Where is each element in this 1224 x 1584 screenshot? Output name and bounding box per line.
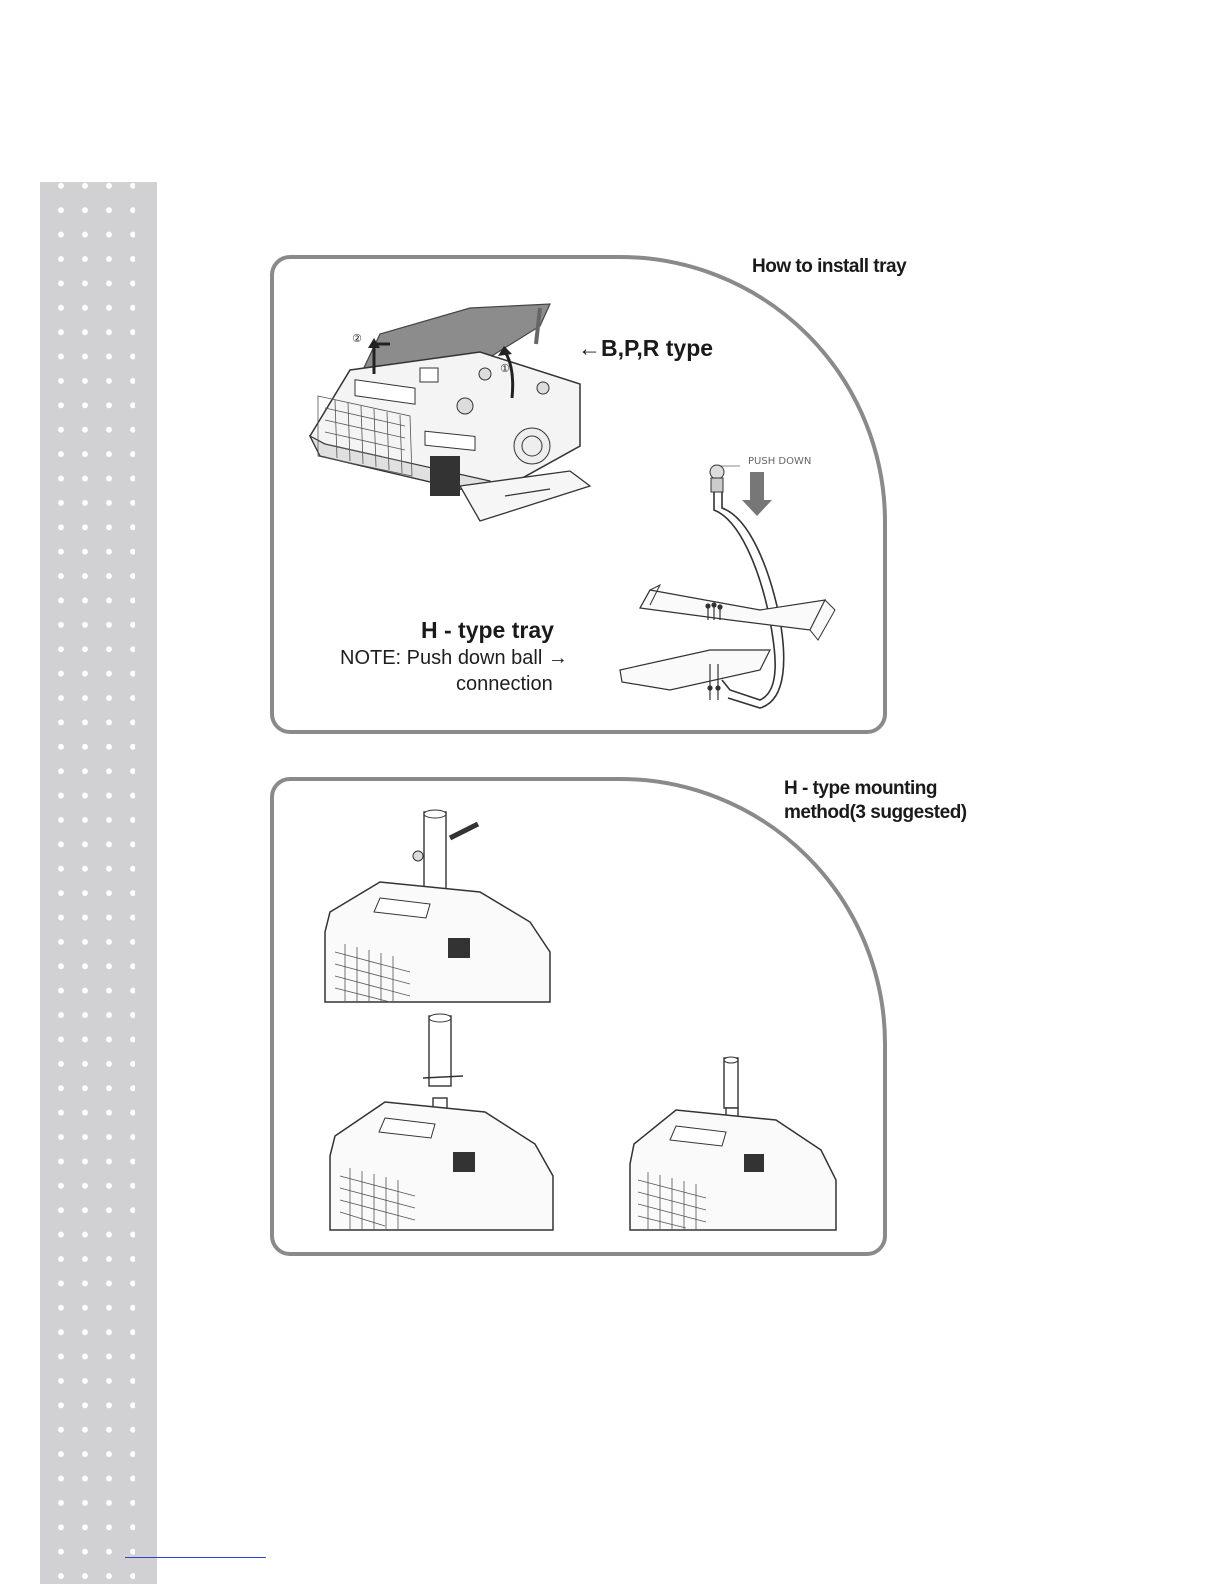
mounting-caption-line-1: H - type mounting	[784, 778, 937, 800]
step-marker-2: ②	[352, 332, 362, 345]
mounting-caption-line-2: method(3 suggested)	[784, 802, 967, 824]
scale-tray-illustration: ② ①	[300, 296, 590, 546]
mounting-method-3-illustration	[626, 1054, 838, 1230]
push-down-label: PUSH DOWN	[748, 456, 811, 467]
h-type-tray-illustration: PUSH DOWN	[610, 450, 840, 720]
mounting-method-2-illustration	[325, 1016, 557, 1230]
h-type-tray-title: H - type tray	[421, 617, 554, 644]
step-marker-1: ①	[500, 362, 510, 375]
sidebar-dot-strip	[40, 182, 157, 1584]
mounting-method-1-illustration	[320, 812, 552, 1002]
install-tray-caption: How to install tray	[752, 256, 906, 278]
note-line-1: NOTE: Push down ball →	[340, 647, 568, 670]
note-line-2: connection	[456, 673, 553, 696]
bpr-type-label: ←B,P,R type	[578, 335, 713, 362]
footer-underline-link[interactable]	[125, 1557, 266, 1558]
